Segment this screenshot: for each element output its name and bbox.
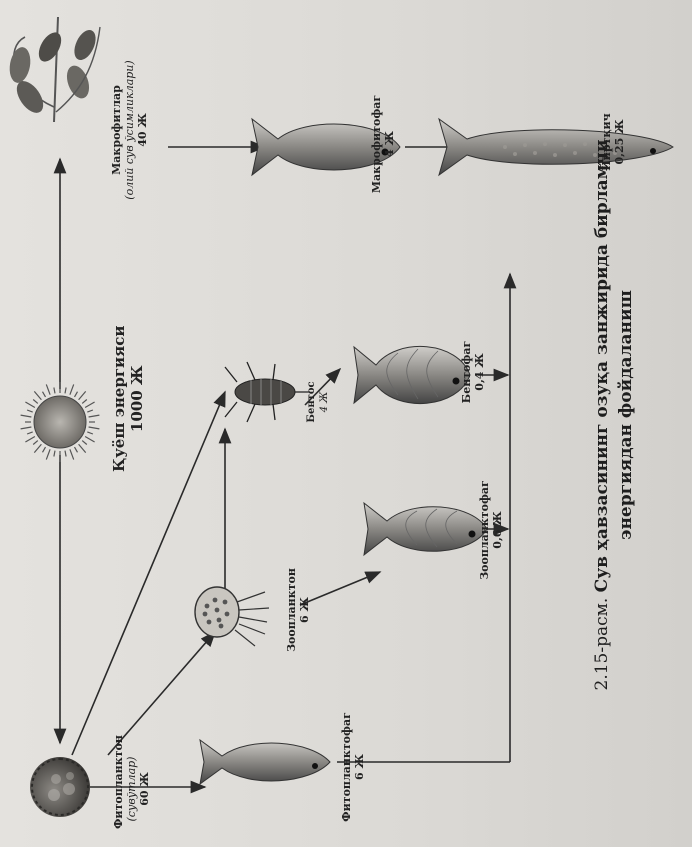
- sun-ray: [46, 384, 50, 394]
- sun-ray: [82, 400, 87, 404]
- phytoplanktophage-fish-icon: [200, 740, 330, 784]
- benthophage-label-text: Бентофаг: [460, 327, 473, 417]
- figure-caption: 2.15-расм. Сув ҳавзасининг озуқа занжири…: [590, 35, 638, 795]
- sun-ray: [79, 391, 86, 399]
- zooplanktophage-value-text: 0,6 Ж: [491, 475, 504, 585]
- sun-ray: [21, 427, 32, 429]
- sun-energy-label: Қуёш энергияси 1000 Ж: [110, 326, 146, 473]
- sun-ray: [87, 432, 93, 434]
- sun-ray: [25, 437, 35, 443]
- phytoplankton-cell-icon: [30, 757, 90, 817]
- macrophytophage-label-text: Макрофитофаг: [370, 89, 383, 199]
- caption-title-line1: Сув ҳавзасининг озуқа занжирида бирламчи: [592, 140, 612, 593]
- sun-ray: [43, 447, 46, 452]
- zooplanktophage-label: Зоопланктофаг 0,6 Ж: [478, 475, 504, 585]
- sun-ray: [65, 388, 66, 394]
- phytoplankton-value-text: 60 Ж: [138, 749, 151, 829]
- macrophytophage-value-text: 4 Ж: [383, 89, 396, 199]
- macrophytes-label: Макрофитлар (олий сув ўсимликлари) 40 Ж: [110, 45, 149, 215]
- phytoplanktophage-label-text: Фитопланктофаг: [340, 712, 353, 822]
- sun-ray: [21, 415, 32, 417]
- sun-value-text: 1000 Ж: [128, 326, 146, 473]
- zooplankton-value-text: 6 Ж: [298, 565, 311, 655]
- caption-title-line2: энергиядан фойдаланиш: [616, 290, 636, 540]
- benthophage-label: Бентофаг 0,4 Ж: [460, 327, 486, 417]
- benthos-label-text: Бентос: [305, 377, 318, 427]
- zooplankton-label: Зоопланктон 6 Ж: [285, 565, 311, 655]
- sun-ray: [75, 392, 78, 397]
- sun-ray: [33, 441, 38, 445]
- caption-line-2: энергиядан фойдаланиш: [614, 35, 638, 795]
- zooplanktophage-fish-icon: [364, 503, 487, 555]
- sun-ray: [82, 441, 87, 445]
- phytoplankton-sublabel-text: (сувўтлар): [125, 749, 138, 829]
- benthos-label: Бентос 4 Ж: [305, 377, 331, 427]
- sun-ray: [89, 415, 100, 417]
- benthophage-carp-icon: [354, 346, 470, 403]
- macrophytes-plant-icon: [7, 17, 100, 122]
- sun-icon: [21, 382, 100, 462]
- sun-ray: [27, 410, 33, 412]
- phytoplanktophage-value-text: 6 Ж: [353, 712, 366, 822]
- sun-ray: [87, 410, 93, 412]
- sun-ray: [65, 451, 66, 457]
- sun-ray: [85, 402, 95, 408]
- zooplanktophage-label-text: Зоопланктофаг: [478, 475, 491, 585]
- arrow-phyto-to-benthos: [72, 392, 225, 755]
- sun-ray: [33, 400, 38, 404]
- sun-ray: [79, 444, 86, 452]
- sun-ray: [89, 427, 100, 429]
- sun-ray: [85, 437, 95, 443]
- phytoplanktophage-label: Фитопланктофаг 6 Ж: [340, 712, 366, 822]
- macrophytes-value-text: 40 Ж: [136, 45, 149, 215]
- caption-number: 2.15-расм.: [592, 598, 612, 691]
- sun-ray: [34, 391, 41, 399]
- sun-label-text: Қуёш энергияси: [110, 326, 128, 473]
- sun-ray: [54, 451, 55, 457]
- sun-ray: [70, 384, 74, 394]
- phytoplankton-label: Фитопланктон (сувўтлар) 60 Ж: [112, 749, 151, 829]
- macrophytes-sublabel-text: (олий сув ўсимликлари): [123, 45, 136, 215]
- arrow-zoo-to-zooplanktophage: [300, 572, 380, 605]
- benthos-larva-icon: [225, 362, 310, 422]
- zooplankton-daphnia-icon: [195, 587, 269, 646]
- zooplankton-label-text: Зоопланктон: [285, 565, 298, 655]
- sun-ray: [75, 447, 78, 452]
- caption-line-1: 2.15-расм. Сув ҳавзасининг озуқа занжири…: [590, 35, 614, 795]
- phytoplankton-label-text: Фитопланктон: [112, 749, 125, 829]
- macrophytophage-label: Макрофитофаг 4 Ж: [370, 89, 396, 199]
- sun-ray: [70, 449, 74, 459]
- sun-ray: [46, 449, 50, 459]
- benthos-value-text: 4 Ж: [318, 377, 331, 427]
- macrophytes-label-text: Макрофитлар: [110, 45, 123, 215]
- sun-ray: [25, 402, 35, 408]
- sun-ray: [34, 444, 41, 452]
- sun-ray: [54, 388, 55, 394]
- benthophage-value-text: 0,4 Ж: [473, 327, 486, 417]
- sun-ray: [27, 432, 33, 434]
- sun-ray: [43, 392, 46, 397]
